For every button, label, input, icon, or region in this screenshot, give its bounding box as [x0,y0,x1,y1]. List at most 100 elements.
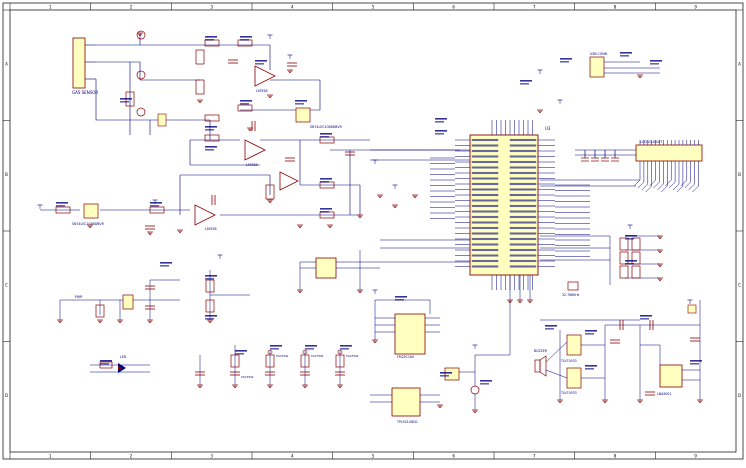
lcd-pin [688,183,695,191]
resistor [204,114,220,122]
ref-designator-mark [690,360,702,362]
svg-text:TPL5010DDC: TPL5010DDC [396,420,419,424]
frame-tick-label: 9 [694,454,697,459]
frame-tick-label: 4 [291,5,294,10]
svg-text:TACTSW: TACTSW [240,375,253,379]
ref-designator-mark [270,345,282,347]
value-mark [480,383,489,385]
value-mark [56,205,65,207]
value-mark [435,121,444,123]
ground-symbol [657,249,663,253]
value-mark [520,83,529,85]
ground-symbol [372,339,378,343]
value-mark [640,318,649,320]
svg-text:LED: LED [120,355,127,359]
mcu-pin-name [471,210,499,213]
mcu-pin-name [471,254,499,257]
resistor [99,361,113,369]
mcu-pin-name [509,248,537,252]
resistor [230,354,240,368]
speaker [539,355,547,377]
value-mark [395,299,404,301]
lcd-pin [680,179,687,187]
mcu-pin-name [509,171,537,175]
lcd-pin [645,185,652,193]
mcu-pin-name [509,254,537,257]
mcu-pin-name [471,149,499,153]
value-mark [440,375,449,377]
crystal [567,281,579,291]
value-mark [625,263,634,265]
gas-sensor-connector [72,37,86,89]
ref-designator-mark [340,345,352,347]
frame-tick-label: B [738,172,741,177]
svg-text:LNA9001: LNA9001 [657,392,671,396]
resistor [335,354,345,368]
ground-symbol [287,69,293,73]
resistor [95,304,105,318]
svg-text:USB CONN: USB CONN [590,52,608,56]
ground-symbol [527,299,533,303]
value-mark [160,265,169,267]
resistor [237,104,253,112]
u4-ic [315,257,337,279]
mcu-pin-name [509,144,537,147]
mcu-pin-name [509,138,537,142]
value-mark [320,211,329,213]
resistor [631,265,641,279]
mcu-pin-name [471,199,499,202]
ref-designator-mark [320,208,332,210]
vcc-flag [627,224,633,229]
value-mark [240,39,249,41]
lcd-pin [657,183,664,191]
transistor-q [136,70,146,80]
ref-designator-mark [650,60,662,62]
mcu-pin-name [509,265,537,268]
mcu-pin-name [471,243,499,246]
mcu-pin-name [471,215,499,219]
mcu-block: U3 32.768KHz [430,120,590,297]
ref-designator-mark [545,325,557,327]
ground-symbol [267,94,273,98]
svg-text:32.768KHz: 32.768KHz [562,293,580,297]
opamp-4 [194,204,216,226]
mcu-pin-name [471,188,499,191]
right-led-block [540,235,660,285]
ground-symbol [302,384,308,388]
value-mark [320,136,329,138]
ref-designator-mark [205,126,217,128]
ground-symbol [297,289,303,293]
mcu-pin-name [509,160,537,164]
svg-text:TACTSW: TACTSW [275,354,288,358]
ground-symbol [637,74,643,78]
value-mark [270,348,279,350]
ground-symbol [507,299,513,303]
svg-text:SN74LVC1G66DBVR: SN74LVC1G66DBVR [310,125,343,129]
value-mark [625,238,634,240]
mcu-pin-name [471,226,499,230]
gas-sensor-label: GAS SENSOR [72,90,98,95]
ground-symbol [357,289,363,293]
lcd-pin [684,181,691,189]
gas-sensor-block: GAS SENSOR [40,30,470,231]
vcc-flag [217,254,223,259]
ref-designator-mark [205,275,217,277]
u2-switch [83,203,99,219]
ref-designator-mark [320,178,332,180]
ground-symbol [177,229,183,233]
value-mark [205,129,214,131]
frame-tick-label: 2 [130,5,133,10]
mcu-pin-name [509,221,537,224]
opamp-3 [279,171,299,191]
resistor [195,79,205,95]
lcd-pin [653,181,660,189]
frame-tick-label: 6 [452,454,455,459]
svg-text:U3: U3 [545,126,551,131]
value-mark [295,103,304,105]
mcu-pin-name [471,259,499,263]
frame-tick-label: 3 [210,5,213,10]
ground-symbol [297,224,303,228]
frame-tick-label: B [5,172,8,177]
frame-tick-label: A [5,61,8,66]
